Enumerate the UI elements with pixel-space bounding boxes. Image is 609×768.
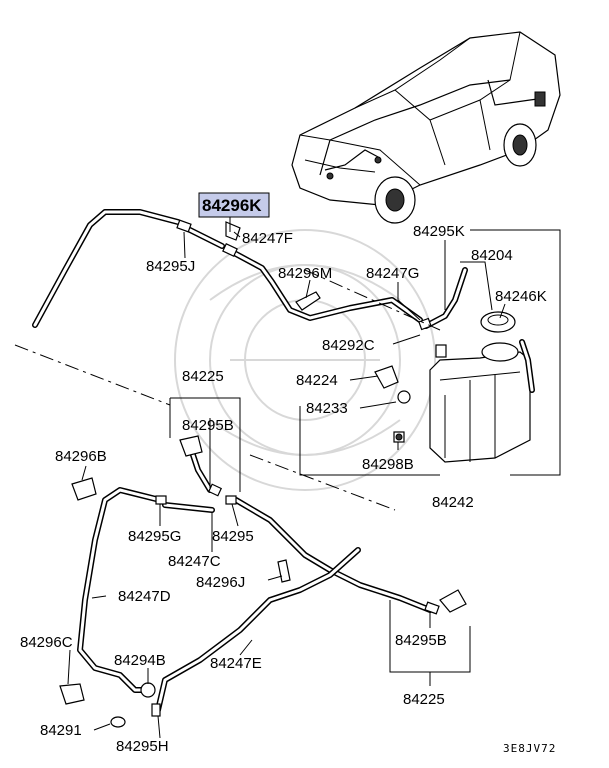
label-84247F[interactable]: 84247F (242, 230, 293, 247)
label-84296B[interactable]: 84296B (55, 448, 107, 465)
label-84291[interactable]: 84291 (40, 722, 82, 739)
label-84292C[interactable]: 84292C (322, 337, 375, 354)
label-84295J[interactable]: 84295J (146, 258, 195, 275)
label-84296C[interactable]: 84296C (20, 634, 73, 651)
label-84295K[interactable]: 84295K (413, 223, 465, 240)
label-84295G[interactable]: 84295G (128, 528, 181, 545)
label-84295B-bottom[interactable]: 84295B (395, 632, 447, 649)
label-84247C[interactable]: 84247C (168, 553, 221, 570)
label-84296K[interactable]: 84296K (202, 196, 262, 215)
label-84247G[interactable]: 84247G (366, 265, 419, 282)
label-84247E[interactable]: 84247E (210, 655, 262, 672)
lower-hose-assembly (59, 435, 467, 728)
label-84298B[interactable]: 84298B (362, 456, 414, 473)
label-84294B[interactable]: 84294B (114, 652, 166, 669)
label-84225-top[interactable]: 84225 (182, 368, 224, 385)
reference-lines (14, 269, 441, 511)
label-84296M[interactable]: 84296M (278, 265, 332, 282)
label-84295B-top[interactable]: 84295B (182, 417, 234, 434)
label-84295[interactable]: 84295 (212, 528, 254, 545)
label-84247D[interactable]: 84247D (118, 588, 171, 605)
label-84296J[interactable]: 84296J (196, 574, 245, 591)
label-84246K[interactable]: 84246K (495, 288, 547, 305)
label-84224[interactable]: 84224 (296, 372, 338, 389)
highlight-box (198, 192, 270, 218)
figure-code: 3E8JV72 (503, 742, 556, 755)
washer-reservoir (374, 311, 535, 463)
part-labels: 84296K 84247F 84295J 84296M 84247G 84295… (20, 196, 547, 755)
watermark (174, 229, 436, 491)
top-hose-assembly (32, 209, 468, 331)
label-84295H[interactable]: 84295H (116, 738, 169, 755)
leader-lines (67, 216, 561, 739)
label-84225-bottom[interactable]: 84225 (403, 691, 445, 708)
label-84233[interactable]: 84233 (306, 400, 348, 417)
car-illustration (291, 31, 561, 224)
label-84204[interactable]: 84204 (471, 247, 513, 264)
label-84242[interactable]: 84242 (432, 494, 474, 511)
